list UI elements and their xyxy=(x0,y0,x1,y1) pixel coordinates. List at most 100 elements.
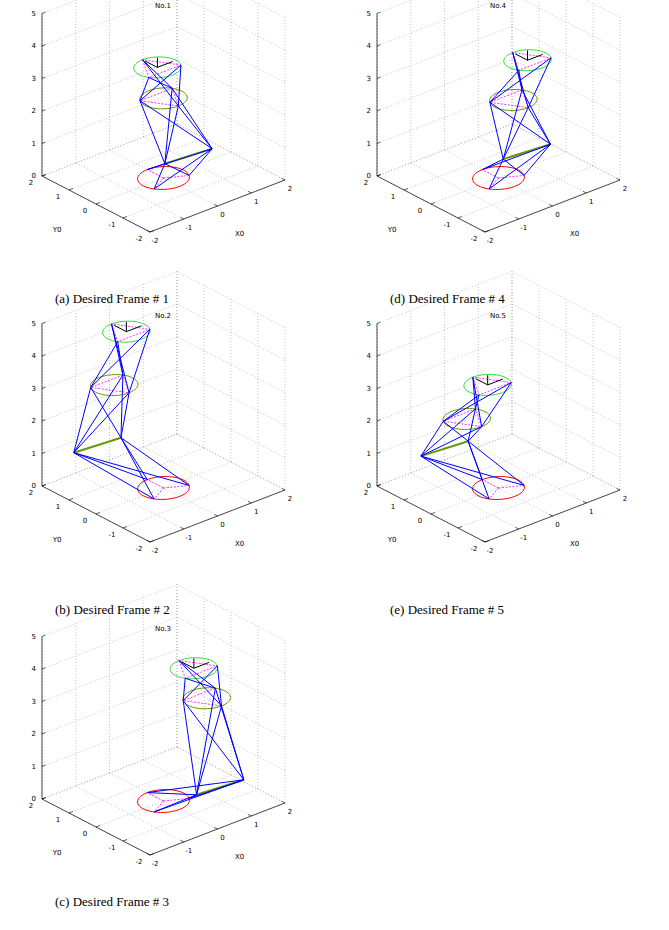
grid-line xyxy=(177,124,285,180)
grid-line xyxy=(42,59,177,111)
grid xyxy=(377,272,620,543)
tick-mark xyxy=(42,452,45,453)
tick-mark xyxy=(248,501,251,503)
strut xyxy=(443,395,479,421)
strut xyxy=(489,144,550,189)
frame-axis xyxy=(488,379,503,385)
grid-line xyxy=(96,775,231,827)
z-axis xyxy=(377,14,378,177)
grid-line xyxy=(42,715,177,767)
grid-line xyxy=(445,150,553,206)
tick-label: 3 xyxy=(367,75,371,82)
tick-mark xyxy=(69,498,73,500)
tick-label: 2 xyxy=(32,731,36,738)
tick-mark xyxy=(549,514,552,516)
grid-line xyxy=(620,18,621,181)
strut xyxy=(189,149,212,176)
robot xyxy=(74,321,190,499)
tick-label: 0 xyxy=(220,212,224,219)
subfigure-caption: (a) Desired Frame # 1 xyxy=(55,292,169,305)
tick-label: -2 xyxy=(152,861,159,868)
tick-mark xyxy=(549,204,552,206)
grid-line xyxy=(512,0,620,50)
tick-mark xyxy=(42,175,45,176)
strut xyxy=(147,793,196,795)
frame-axis xyxy=(157,62,172,68)
grid-line xyxy=(143,598,144,761)
strut xyxy=(490,102,503,159)
grid-line xyxy=(377,14,378,177)
tick-mark xyxy=(516,527,519,529)
grid-line xyxy=(110,773,218,829)
frame-axis xyxy=(476,379,488,385)
tick-mark xyxy=(617,178,620,180)
grid-line xyxy=(177,617,285,673)
tick-mark xyxy=(516,217,519,219)
y-axis xyxy=(377,176,485,232)
grid-line xyxy=(42,324,43,487)
base-link xyxy=(147,480,163,488)
tick-label: 2 xyxy=(288,186,292,193)
strut xyxy=(215,688,243,780)
middle-triangle xyxy=(490,90,528,108)
grid-line xyxy=(485,180,620,232)
grid-line xyxy=(42,124,177,176)
grid-line xyxy=(177,585,178,748)
tick-mark xyxy=(69,811,73,813)
grid-line xyxy=(42,92,177,144)
tick-label: 5 xyxy=(32,320,36,327)
grid-line xyxy=(478,0,479,137)
grid-line xyxy=(150,803,285,855)
grid-line xyxy=(42,0,177,14)
grid-line xyxy=(512,92,620,148)
tick-mark xyxy=(42,733,45,734)
grid-line xyxy=(285,328,286,491)
strut xyxy=(421,456,489,499)
tick-mark xyxy=(377,355,380,356)
grid-line xyxy=(177,27,285,83)
frame-axis xyxy=(182,662,194,668)
grid-line xyxy=(231,0,232,152)
grid-line xyxy=(204,286,205,449)
grid-line xyxy=(539,286,540,449)
subfigure-caption: (d) Desired Frame # 4 xyxy=(390,292,505,305)
plot-panel xyxy=(377,0,620,232)
tick-mark xyxy=(123,216,127,218)
strut xyxy=(197,706,222,795)
grid-line xyxy=(285,18,286,181)
tick-label: 0 xyxy=(418,208,422,215)
tick-mark xyxy=(181,527,184,529)
grid-line xyxy=(377,304,512,356)
strut xyxy=(178,106,212,149)
grid-line xyxy=(42,369,177,421)
tick-mark xyxy=(42,77,45,78)
tick-label: -2 xyxy=(487,548,494,555)
grid-line xyxy=(177,715,285,771)
grid-line xyxy=(377,124,512,176)
tick-label: 1 xyxy=(367,140,371,147)
robot xyxy=(473,50,552,190)
tick-label: 4 xyxy=(32,353,36,360)
strut xyxy=(482,383,512,427)
grid-line xyxy=(377,176,485,232)
grid-line xyxy=(512,272,513,435)
axis-label: X0 xyxy=(235,231,244,238)
panel-title: No.2 xyxy=(155,313,171,320)
tick-mark xyxy=(482,230,485,232)
strut xyxy=(217,666,221,706)
middle-triangle xyxy=(140,88,178,106)
subfigure-caption: (e) Desired Frame # 5 xyxy=(390,603,504,616)
strut xyxy=(183,678,185,700)
strut xyxy=(165,106,179,164)
grid-line xyxy=(512,272,513,435)
grid-line xyxy=(69,448,204,500)
tick-label: 2 xyxy=(29,803,33,810)
tick-mark xyxy=(42,12,45,13)
tick-mark xyxy=(42,485,45,486)
tick-mark xyxy=(214,204,217,206)
axis-label: Y0 xyxy=(53,537,62,544)
tick-mark xyxy=(482,540,485,542)
tick-label: 4 xyxy=(32,666,36,673)
strut xyxy=(443,421,468,441)
